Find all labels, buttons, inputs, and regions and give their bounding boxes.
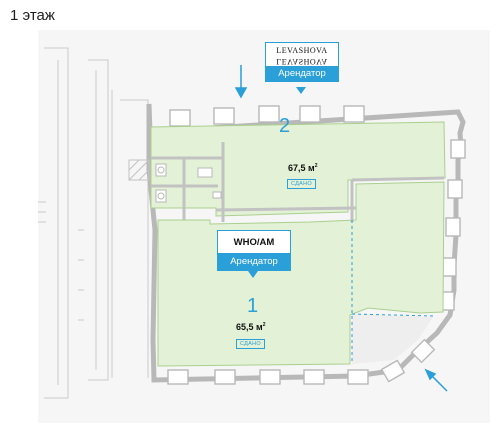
window-openings bbox=[167, 105, 466, 385]
tenant-card-levashova-pointer bbox=[296, 87, 306, 94]
room-2-area-value: 67,5 м2 bbox=[288, 163, 317, 173]
room-1-area-value: 65,5 м2 bbox=[236, 322, 265, 332]
tenant-card-whoam[interactable]: WHO/AM Арендатор bbox=[217, 230, 291, 271]
stairs-hatch bbox=[128, 159, 150, 181]
floor-plan bbox=[38, 47, 466, 399]
free-corner-area bbox=[352, 314, 433, 364]
wc-fixtures bbox=[155, 163, 222, 203]
room-1-area-sup: 2 bbox=[262, 322, 266, 328]
tenant-card-levashova[interactable]: LEVASHOVA LEVASHOVA Арендатор bbox=[265, 42, 339, 82]
arrow-down-icon bbox=[234, 65, 248, 99]
arrow-diagonal-icon bbox=[424, 368, 448, 392]
tenant-logo-levashova-mirror: LEVASHOVA bbox=[276, 57, 328, 66]
tenant-role-whoam: Арендатор bbox=[218, 253, 290, 270]
room-1-status-badge: СДАНО bbox=[236, 339, 265, 349]
room-2-area-sup: 2 bbox=[314, 163, 318, 169]
room-1-area-text: 65,5 м bbox=[236, 322, 263, 332]
tenant-role-levashova: Арендатор bbox=[266, 66, 338, 81]
area-divider-dashed bbox=[351, 220, 435, 364]
room-2-number: 2 bbox=[279, 115, 291, 137]
room-2-status-badge: СДАНО bbox=[287, 179, 316, 189]
room-2-area-text: 67,5 м bbox=[288, 163, 315, 173]
interior-partitions bbox=[151, 142, 445, 222]
room-1-area[interactable] bbox=[157, 181, 445, 367]
tenant-logo-levashova: LEVASHOVA bbox=[276, 46, 328, 55]
tenant-card-whoam-pointer bbox=[248, 271, 258, 278]
tenant-logo-whoam: WHO/AM bbox=[233, 237, 275, 248]
floor-plan-panel: 2 67,5 м2 СДАНО 1 65,5 м2 СДАНО LEVASHOV… bbox=[38, 30, 490, 423]
neighbour-building-outline bbox=[38, 47, 149, 399]
floor-label: 1 этаж bbox=[10, 7, 55, 24]
building-walls bbox=[146, 103, 466, 383]
room-1-number: 1 bbox=[247, 295, 259, 317]
